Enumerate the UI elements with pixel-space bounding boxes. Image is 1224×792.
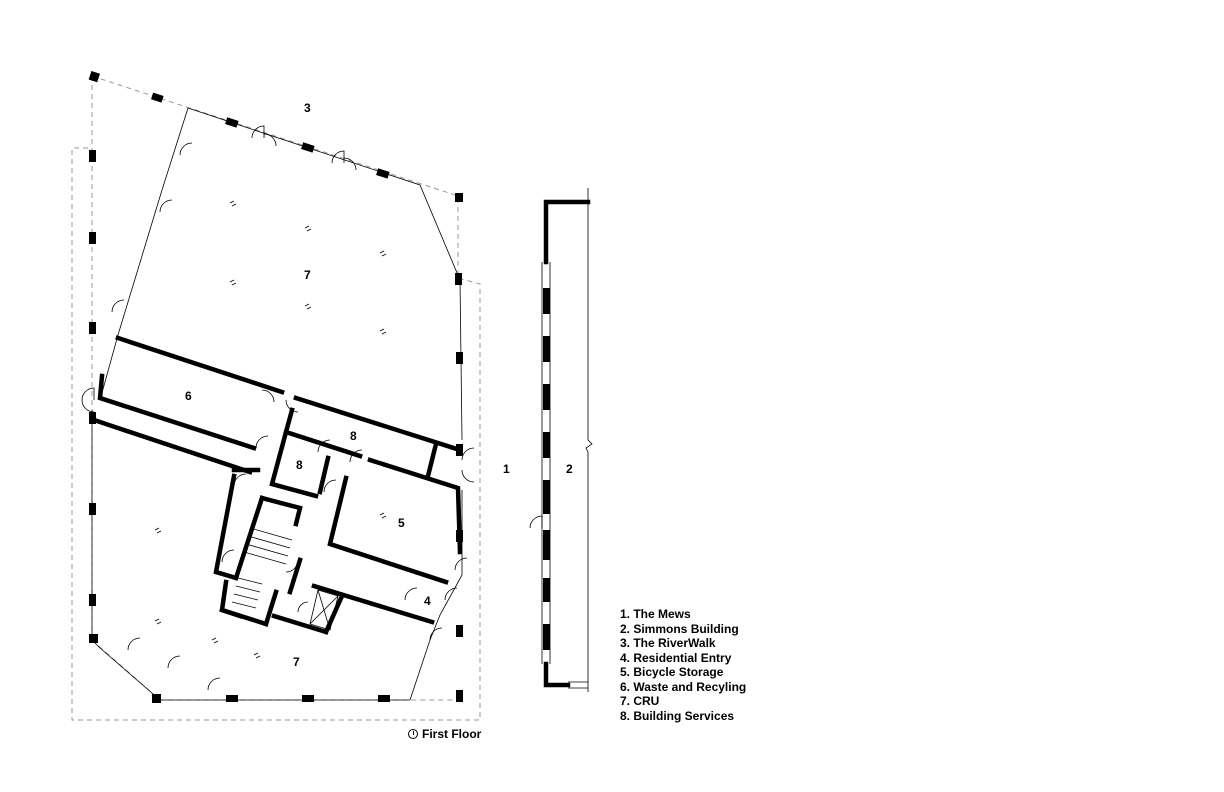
- internal-doors: [221, 389, 363, 613]
- legend-item-building-services: 8. Building Services: [620, 708, 735, 723]
- label-cru-north: 7: [304, 268, 311, 282]
- legend-item-waste: 6. Waste and Recyling: [620, 679, 747, 694]
- legend-item-bicycle-storage: 5. Bicycle Storage: [620, 665, 724, 679]
- legend: 1. The Mews 2. Simmons Building 3. The R…: [620, 607, 746, 723]
- label-residential-entry: 4: [424, 594, 431, 608]
- label-services-east: 8: [350, 429, 357, 443]
- caption-text: First Floor: [422, 727, 482, 741]
- label-bicycle-storage: 5: [398, 516, 405, 530]
- core-walls: [91, 335, 463, 635]
- legend-item-riverwalk: 3. The RiverWalk: [620, 636, 716, 650]
- simmons-building: [541, 188, 593, 692]
- columns: [88, 70, 463, 703]
- label-mews: 1: [503, 462, 510, 476]
- door-swings: [81, 125, 543, 691]
- legend-item-residential-entry: 4. Residential Entry: [620, 650, 732, 665]
- label-cru-south: 7: [293, 655, 300, 669]
- legend-item-cru: 7. CRU: [620, 694, 660, 708]
- site-boundary: [71, 75, 481, 721]
- stair-core: [231, 527, 339, 631]
- facade-glazing: [91, 107, 463, 701]
- label-services-west: 8: [296, 458, 303, 472]
- floor-caption: First Floor: [408, 727, 481, 741]
- label-riverwalk: 3: [304, 101, 311, 115]
- label-simmons: 2: [566, 462, 573, 476]
- label-waste: 6: [185, 389, 192, 403]
- legend-item-mews: 1. The Mews: [620, 607, 691, 621]
- north-arrow-icon: [408, 729, 418, 739]
- legend-item-simmons: 2. Simmons Building: [620, 621, 739, 636]
- fixture-marks: [154, 200, 387, 659]
